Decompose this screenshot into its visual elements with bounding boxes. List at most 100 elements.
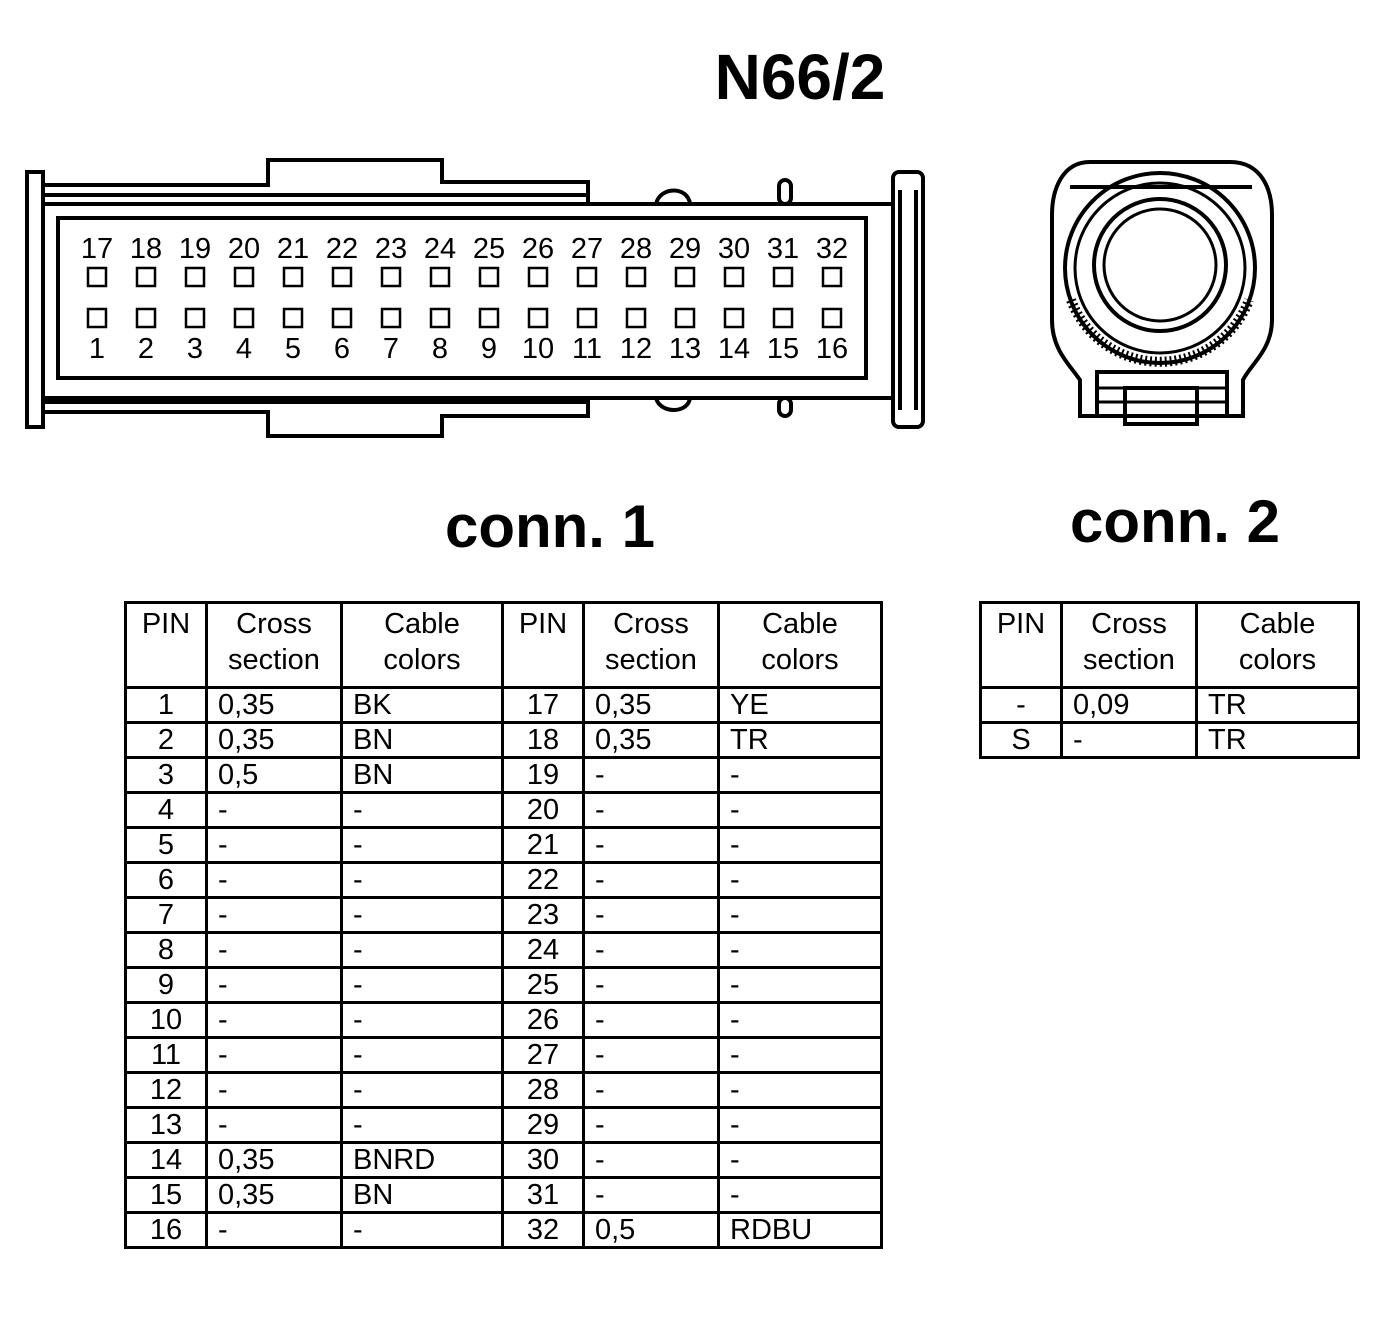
pin-cell: 10 <box>124 1001 208 1039</box>
pin-number-label: 3 <box>187 333 203 365</box>
connector2-drawing <box>1050 160 1274 426</box>
cable-colors-header: Cable colors <box>1195 601 1360 689</box>
connector1-drawing <box>25 158 925 438</box>
cross-section-cell: - <box>582 1001 720 1039</box>
pin-socket <box>429 307 451 329</box>
cable-color-cell: - <box>340 826 504 864</box>
cross-section-cell: - <box>582 1106 720 1144</box>
pin-number-label: 6 <box>334 333 350 365</box>
pin-socket <box>821 266 843 288</box>
pin-socket <box>86 307 108 329</box>
pin-cell: 14 <box>124 1141 208 1179</box>
pin-header: PIN <box>124 601 208 689</box>
cable-color-cell: - <box>717 791 883 829</box>
cross-section-cell: - <box>205 861 343 899</box>
pin-socket <box>429 266 451 288</box>
pin-number-label: 13 <box>669 333 701 365</box>
pin-number-label: 22 <box>326 233 358 265</box>
pin-socket <box>184 266 206 288</box>
pin-number-label: 4 <box>236 333 252 365</box>
pin-cell: 28 <box>501 1071 585 1109</box>
table-header-row: PIN Cross section Cable colors <box>979 601 1360 689</box>
cross-section-cell: - <box>582 1141 720 1179</box>
pin-socket <box>527 307 549 329</box>
table-row: 4--20-- <box>124 791 883 829</box>
cable-color-cell: - <box>717 1001 883 1039</box>
table-row: S-TR <box>979 721 1360 759</box>
pin-number-label: 11 <box>572 333 602 365</box>
pin-socket <box>135 266 157 288</box>
pin-socket <box>478 307 500 329</box>
cable-color-cell: - <box>340 1001 504 1039</box>
pin-cell: 5 <box>124 826 208 864</box>
pin-number-label: 28 <box>620 233 652 265</box>
cross-section-cell: - <box>205 791 343 829</box>
cross-section-cell: 0,35 <box>205 1176 343 1214</box>
pin-socket <box>674 307 696 329</box>
pin-cell: 32 <box>501 1211 585 1249</box>
pin-cell: 25 <box>501 966 585 1004</box>
cable-color-cell: BN <box>340 1176 504 1214</box>
pin-number-label: 2 <box>138 333 154 365</box>
cable-colors-header: Cable colors <box>340 601 504 689</box>
cross-section-cell: - <box>582 861 720 899</box>
pin-socket <box>772 266 794 288</box>
pin-socket <box>821 307 843 329</box>
pin-number-label: 12 <box>620 333 652 365</box>
pin-socket <box>576 266 598 288</box>
cable-color-cell: - <box>340 791 504 829</box>
pin-number-label: 17 <box>81 233 113 265</box>
table-row: 8--24-- <box>124 931 883 969</box>
pin-header: PIN <box>501 601 585 689</box>
cross-section-cell: - <box>582 826 720 864</box>
cross-section-cell: 0,5 <box>205 756 343 794</box>
pin-number-label: 30 <box>718 233 750 265</box>
cable-color-cell: - <box>717 1176 883 1214</box>
pin-socket <box>331 307 353 329</box>
pin-socket <box>233 307 255 329</box>
pin-cell: 22 <box>501 861 585 899</box>
pin-socket <box>184 307 206 329</box>
cross-section-cell: 0,09 <box>1060 686 1198 724</box>
cross-section-cell: - <box>582 1176 720 1214</box>
table-row: 9--25-- <box>124 966 883 1004</box>
pin-number-label: 23 <box>375 233 407 265</box>
pin-cell: 7 <box>124 896 208 934</box>
pin-socket <box>625 307 647 329</box>
cable-color-cell: RDBU <box>717 1211 883 1249</box>
cable-color-cell: - <box>340 931 504 969</box>
table-row: 12--28-- <box>124 1071 883 1109</box>
pin-cell: 31 <box>501 1176 585 1214</box>
pin-number-label: 1 <box>89 333 105 365</box>
pin-cell: 1 <box>124 686 208 724</box>
pin-socket <box>723 307 745 329</box>
pin-cell: 4 <box>124 791 208 829</box>
pin-number-label: 31 <box>767 233 799 265</box>
pin-number-label: 10 <box>522 333 554 365</box>
pin-socket <box>380 266 402 288</box>
cable-color-cell: - <box>340 1211 504 1249</box>
pin-cell: 2 <box>124 721 208 759</box>
cable-color-cell: TR <box>717 721 883 759</box>
pin-number-label: 20 <box>228 233 260 265</box>
cross-section-cell: 0,5 <box>582 1211 720 1249</box>
pin-socket <box>576 307 598 329</box>
cable-color-cell: - <box>717 826 883 864</box>
pin-cell: 17 <box>501 686 585 724</box>
pin-number-label: 8 <box>432 333 448 365</box>
pin-number-label: 21 <box>277 233 309 265</box>
pin-cell: 27 <box>501 1036 585 1074</box>
pin-cell: - <box>979 686 1063 724</box>
cable-color-cell: - <box>717 756 883 794</box>
cross-section-cell: - <box>1060 721 1198 759</box>
pin-cell: 13 <box>124 1106 208 1144</box>
cross-section-header: Cross section <box>1060 601 1198 689</box>
cross-section-cell: - <box>205 1001 343 1039</box>
cross-section-cell: - <box>205 966 343 1004</box>
cable-color-cell: BK <box>340 686 504 724</box>
